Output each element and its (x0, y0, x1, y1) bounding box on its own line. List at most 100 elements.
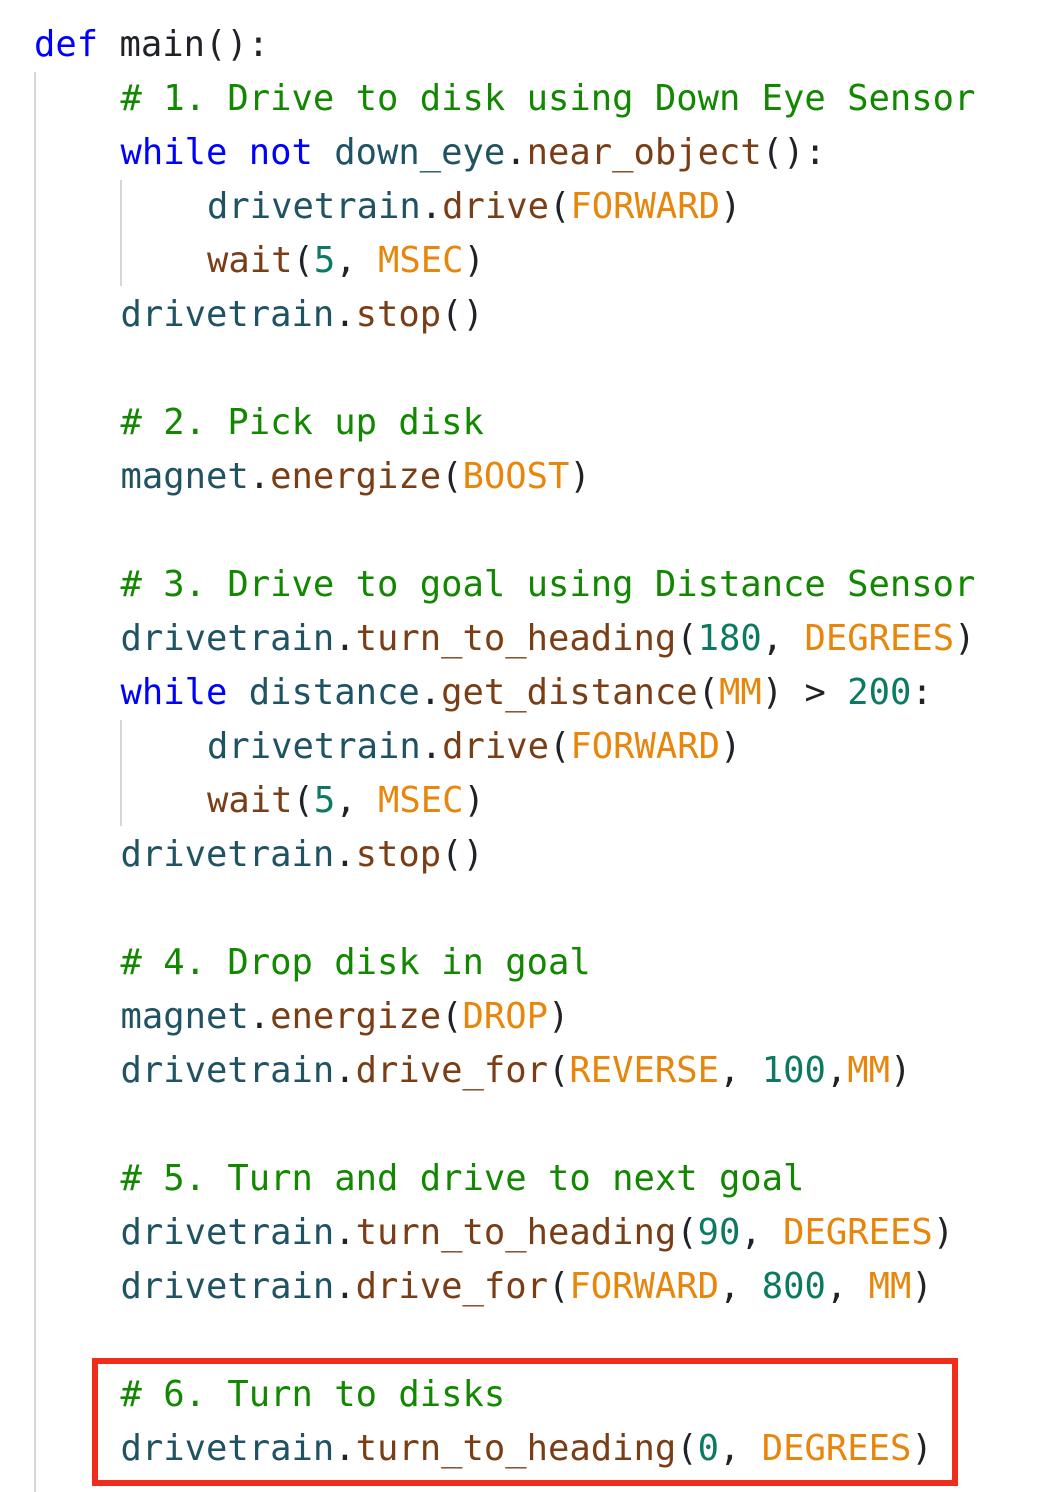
code-line-stop-1[interactable]: drivetrain.stop() (121, 288, 484, 342)
token: drivetrain (120, 1428, 335, 1469)
code-line-energize-drop[interactable]: magnet.energize(DROP) (121, 990, 570, 1044)
token: MSEC (378, 780, 464, 821)
token: , (761, 618, 805, 659)
token: down_eye (334, 132, 506, 173)
token: drive (442, 726, 549, 767)
token: drivetrain (120, 1266, 335, 1307)
token: MM (847, 1050, 890, 1091)
token: ( (548, 186, 571, 227)
token: ( (441, 996, 463, 1037)
code-line-comment-6[interactable]: # 6. Turn to disks (121, 1368, 506, 1422)
token: # 6. Turn to disks (120, 1374, 506, 1415)
code-line-wait-1[interactable]: wait(5, MSEC) (207, 234, 485, 288)
token: drivetrain (207, 186, 421, 227)
token: . (419, 672, 442, 713)
token: . (334, 618, 356, 659)
token: REVERSE (569, 1050, 719, 1091)
code-line-energize-boost[interactable]: magnet.energize(BOOST) (121, 450, 591, 504)
code-line-turn-90[interactable]: drivetrain.turn_to_heading(90, DEGREES) (121, 1206, 955, 1260)
token: . (420, 186, 443, 227)
code-line-while-near-object[interactable]: while not down_eye.near_object(): (121, 126, 826, 180)
token: ( (441, 456, 463, 497)
code-line-turn-180[interactable]: drivetrain.turn_to_heading(180, DEGREES) (121, 612, 976, 666)
token: ( (676, 1428, 698, 1469)
token: energize (270, 456, 442, 497)
token: stop (355, 834, 442, 875)
token: DEGREES (783, 1212, 933, 1253)
token: drive_for (355, 1266, 548, 1307)
token: # 1. Drive to disk using Down Eye Sensor (120, 78, 976, 119)
token: 200 (847, 672, 912, 713)
token: . (248, 456, 271, 497)
code-line-wait-2[interactable]: wait(5, MSEC) (207, 774, 485, 828)
token: MM (868, 1266, 912, 1307)
token: # 4. Drop disk in goal (120, 942, 591, 983)
token: . (334, 1050, 356, 1091)
token: 180 (697, 618, 762, 659)
token: . (334, 1212, 356, 1253)
code-line-comment-1[interactable]: # 1. Drive to disk using Down Eye Sensor (121, 72, 976, 126)
token: while (120, 672, 228, 713)
token: drivetrain (120, 294, 335, 335)
code-line-drive-for-forward[interactable]: drivetrain.drive_for(FORWARD, 800, MM) (121, 1260, 933, 1314)
token: ( (697, 672, 719, 713)
code-line-drive-forward-1[interactable]: drivetrain.drive(FORWARD) (207, 180, 741, 234)
token: ) (932, 1212, 955, 1253)
token: turn_to_heading (355, 1212, 677, 1253)
token (313, 132, 334, 173)
token: drivetrain (120, 1212, 335, 1253)
token: drivetrain (120, 1050, 335, 1091)
token: FORWARD (569, 1266, 719, 1307)
indent-guide-while-1 (120, 180, 122, 286)
token: # 5. Turn and drive to next goal (120, 1158, 805, 1199)
token: # 2. Pick up disk (120, 402, 484, 443)
token: ) (911, 1266, 933, 1307)
token: ) (719, 186, 742, 227)
token: magnet (120, 456, 249, 497)
token: . (334, 834, 356, 875)
token: DROP (462, 996, 548, 1037)
token: , (718, 1428, 762, 1469)
token: FORWARD (570, 186, 720, 227)
token: , (718, 1266, 762, 1307)
token: ) (463, 780, 485, 821)
code-line-def-main[interactable]: def main(): (34, 18, 269, 72)
token: turn_to_heading (355, 618, 677, 659)
token: DEGREES (804, 618, 955, 659)
token: ( (292, 240, 314, 281)
token: 5 (313, 780, 336, 821)
code-line-comment-4[interactable]: # 4. Drop disk in goal (121, 936, 591, 990)
code-line-drive-for-reverse[interactable]: drivetrain.drive_for(REVERSE, 100,MM) (121, 1044, 912, 1098)
code-line-comment-3[interactable]: # 3. Drive to goal using Distance Sensor (121, 558, 976, 612)
token: def (34, 24, 99, 65)
token: ( (676, 618, 698, 659)
indent-guide-main (34, 72, 36, 1492)
token: ) (547, 996, 570, 1037)
indent-guide-while-2 (120, 720, 122, 826)
token: ( (676, 1212, 698, 1253)
token: , (825, 1266, 869, 1307)
token: MM (718, 672, 762, 713)
token: (): (761, 132, 826, 173)
token: . (334, 294, 356, 335)
code-line-comment-5[interactable]: # 5. Turn and drive to next goal (121, 1152, 805, 1206)
token: drivetrain (207, 726, 421, 767)
token: MSEC (378, 240, 464, 281)
token: main(): (98, 24, 270, 65)
code-line-stop-2[interactable]: drivetrain.stop() (121, 828, 484, 882)
token: wait (207, 240, 293, 281)
code-line-comment-2[interactable]: # 2. Pick up disk (121, 396, 484, 450)
code-line-drive-forward-2[interactable]: drivetrain.drive(FORWARD) (207, 720, 741, 774)
token: . (334, 1428, 356, 1469)
token: , (740, 1212, 784, 1253)
token: magnet (120, 996, 249, 1037)
token: ) (954, 618, 976, 659)
token: energize (270, 996, 442, 1037)
token: drive_for (355, 1050, 548, 1091)
code-line-while-distance[interactable]: while distance.get_distance(MM) > 200: (121, 666, 933, 720)
token: near_object (526, 132, 762, 173)
code-line-turn-0[interactable]: drivetrain.turn_to_heading(0, DEGREES) (121, 1422, 933, 1476)
token (227, 672, 248, 713)
token: ) (569, 456, 591, 497)
